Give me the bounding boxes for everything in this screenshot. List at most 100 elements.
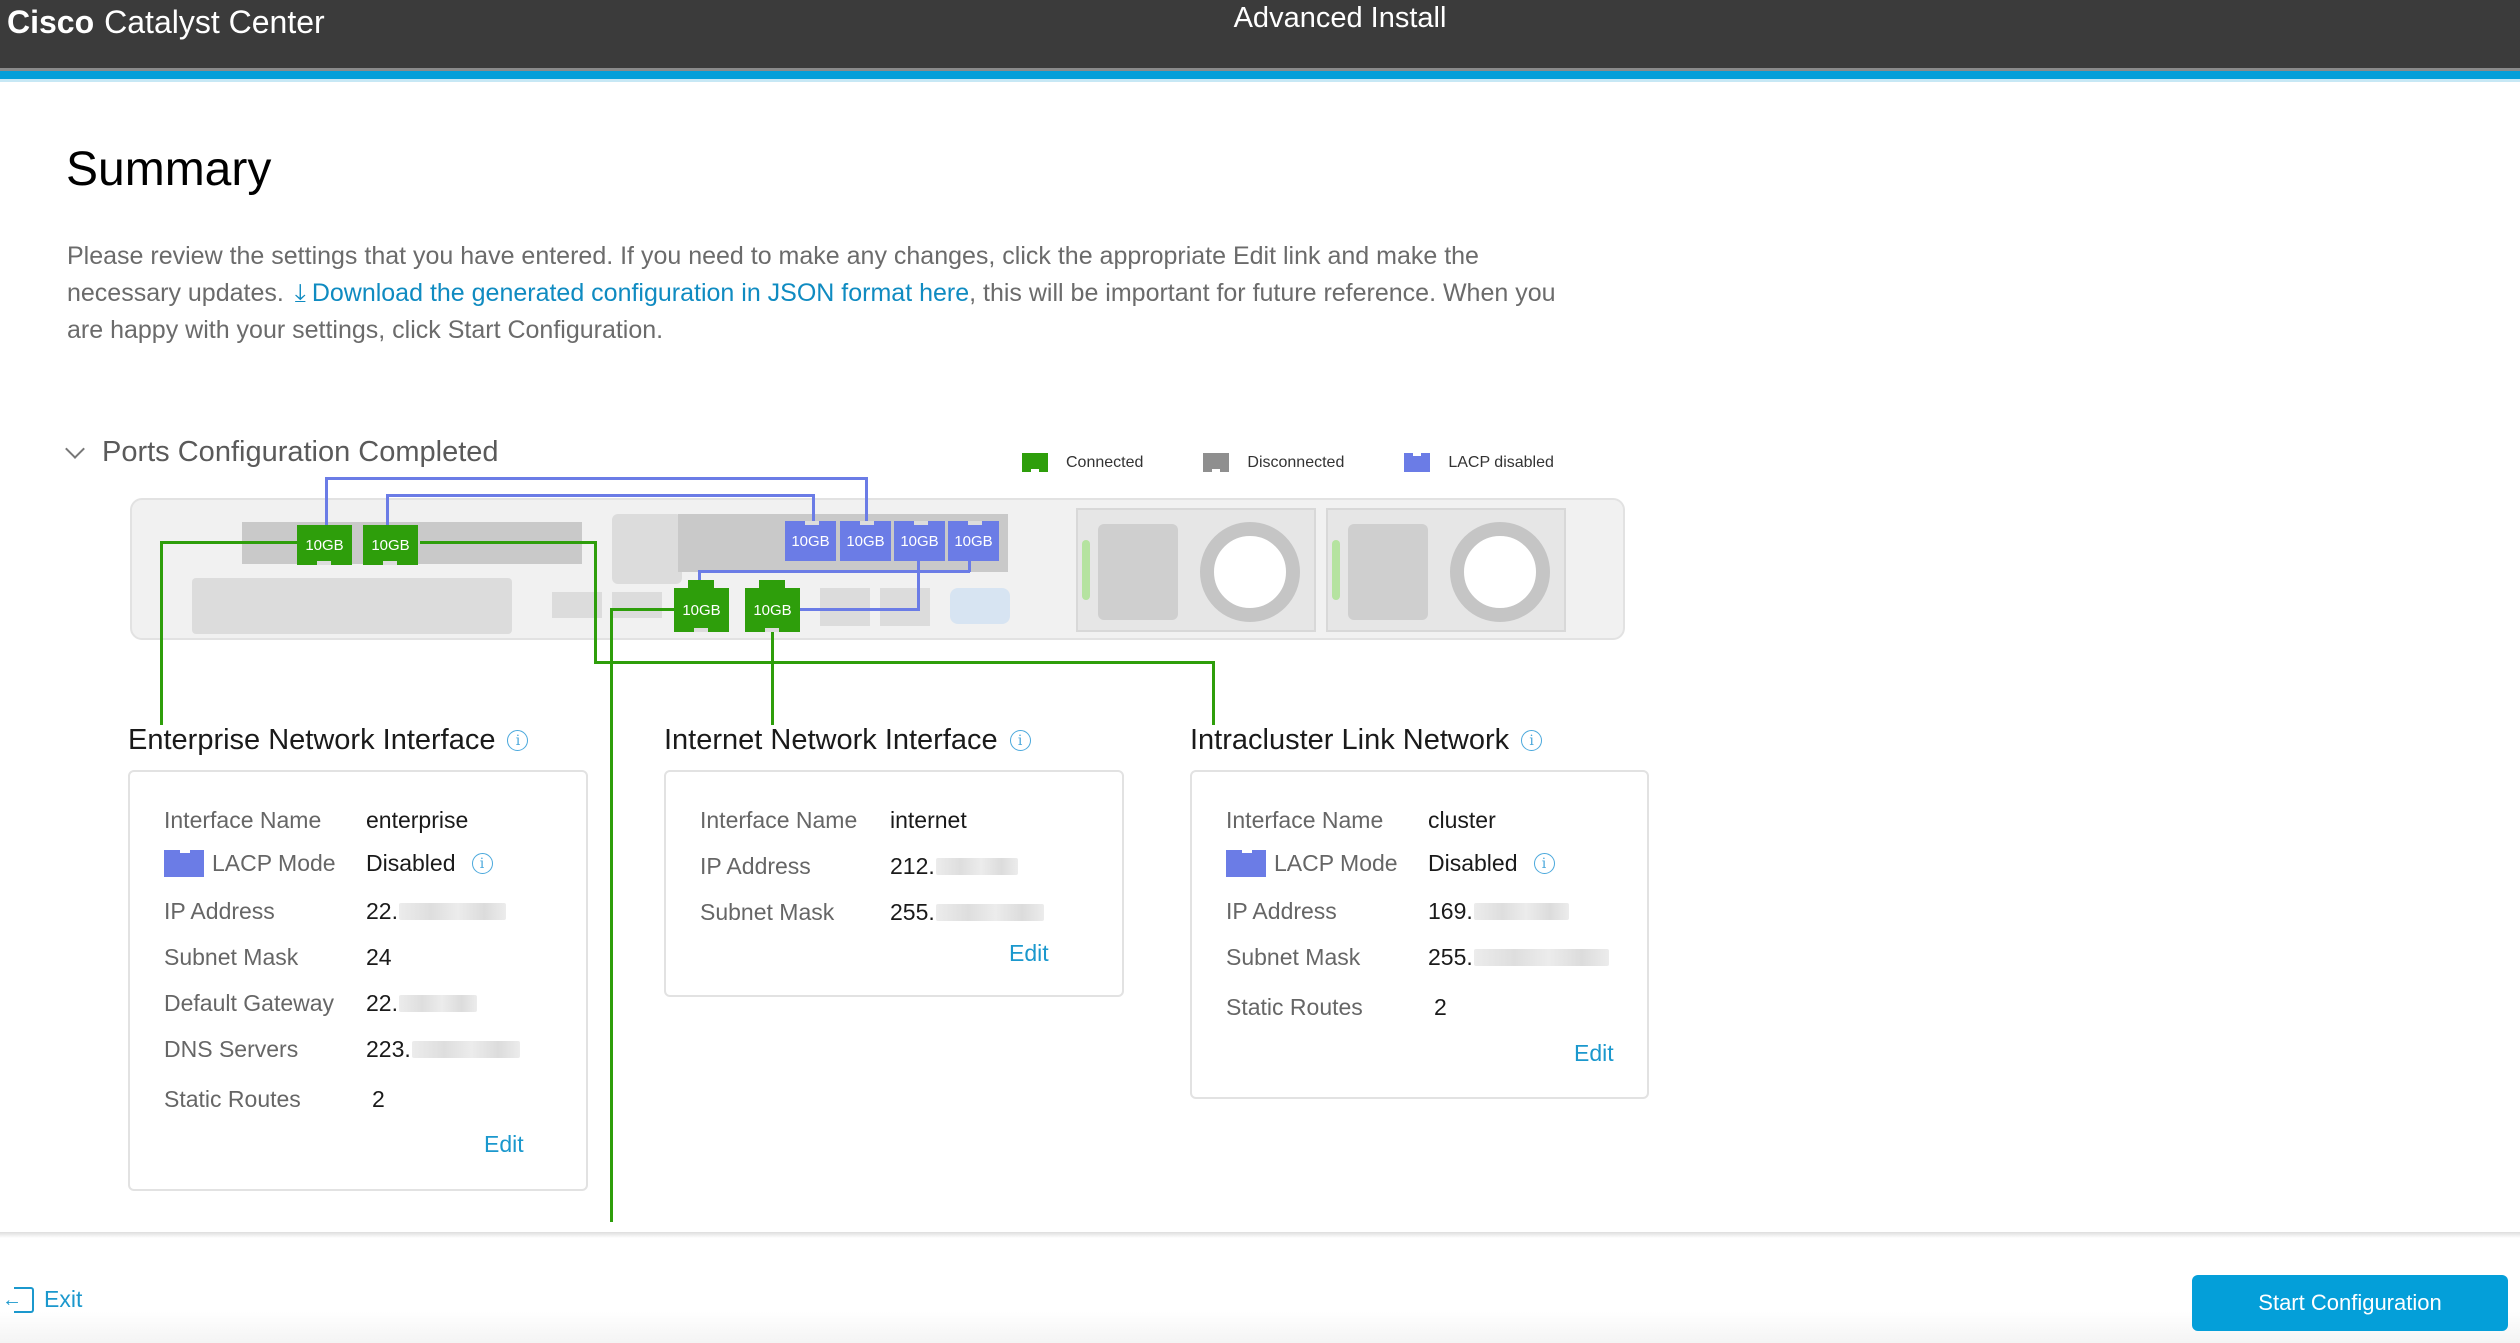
- start-configuration-button[interactable]: Start Configuration: [2192, 1275, 2508, 1331]
- internet-edit-link[interactable]: Edit: [1009, 940, 1049, 966]
- vent-grille: [612, 514, 682, 584]
- legend-label: Connected: [1066, 453, 1144, 471]
- enterprise-lacp-link-line: [610, 608, 613, 1222]
- redacted-value: [935, 904, 1044, 921]
- value-text: Disabled: [366, 850, 456, 876]
- progress-stripe: [0, 71, 2520, 79]
- cluster-link-line: [1212, 661, 1215, 725]
- field-label: Interface Name: [164, 807, 322, 833]
- page-title: Summary: [66, 143, 272, 196]
- exit-label: Exit: [44, 1286, 83, 1312]
- power-supply: [1076, 508, 1316, 632]
- redacted-value: [935, 858, 1018, 875]
- internet-interface-title: Internet Network Interface i: [664, 724, 1031, 757]
- value-text: 22.: [366, 990, 398, 1016]
- field-label: Static Routes: [1226, 994, 1363, 1020]
- field-label: IP Address: [1226, 898, 1337, 924]
- info-icon[interactable]: i: [507, 730, 529, 751]
- field-label: LACP Mode: [1226, 850, 1428, 877]
- lacp-link-line: [386, 494, 814, 497]
- download-json-link[interactable]: Download the generated configuration in …: [311, 279, 970, 307]
- vent-panel: [192, 578, 512, 634]
- cluster-link-line: [594, 541, 597, 663]
- port-riser-blue-4[interactable]: 10GB: [948, 521, 999, 561]
- field-label: LACP Mode: [164, 850, 366, 877]
- port-riser-green-1[interactable]: 10GB: [297, 525, 352, 565]
- lacp-link-line: [796, 608, 920, 611]
- redacted-value: [1473, 949, 1609, 966]
- rj45-port: [880, 588, 930, 626]
- power-supply: [1326, 508, 1566, 632]
- lacp-link-line: [968, 558, 971, 572]
- download-icon[interactable]: ⤓: [294, 279, 306, 307]
- footer-divider: [0, 1232, 2520, 1238]
- ports-section-toggle[interactable]: Ports Configuration Completed: [64, 436, 499, 469]
- port-riser-blue-3[interactable]: 10GB: [894, 521, 945, 561]
- field-value: 255.: [1428, 944, 1609, 971]
- usb-port: [612, 592, 662, 618]
- card-title-text: Enterprise Network Interface: [128, 724, 496, 756]
- intracluster-edit-link[interactable]: Edit: [1574, 1040, 1614, 1066]
- legend-lacp-disabled: LACP disabled: [1404, 453, 1554, 472]
- legend-connected: Connected: [1022, 453, 1143, 472]
- port-riser-blue-1[interactable]: 10GB: [785, 521, 836, 561]
- lacp-link-line: [698, 570, 970, 573]
- port-riser-green-2[interactable]: 10GB: [363, 525, 418, 565]
- server-rear-panel-diagram: [130, 498, 1625, 640]
- ports-section-heading: Ports Configuration Completed: [102, 436, 499, 468]
- port-riser-blue-2[interactable]: 10GB: [840, 521, 891, 561]
- static-routes-link[interactable]: 2: [1434, 994, 1447, 1020]
- redacted-value: [1473, 903, 1569, 920]
- info-icon[interactable]: i: [1533, 853, 1555, 874]
- usb-port: [552, 592, 602, 618]
- info-icon[interactable]: i: [471, 853, 493, 874]
- row-static-routes: Static Routes 2: [1226, 994, 1447, 1021]
- legend-disconnected: Disconnected: [1203, 453, 1344, 472]
- brand-product: Catalyst Center: [104, 4, 325, 40]
- row-static-routes: Static Routes 2: [164, 1086, 385, 1113]
- chevron-down-icon: [65, 438, 85, 459]
- cluster-link-line: [420, 541, 596, 544]
- legend-label: Disconnected: [1247, 453, 1345, 471]
- footer-bar: [0, 1238, 2520, 1343]
- lacp-disabled-swatch-icon: [1404, 453, 1431, 472]
- field-label: Interface Name: [1226, 807, 1384, 833]
- info-icon[interactable]: i: [1521, 730, 1543, 751]
- divider: [0, 79, 2520, 82]
- field-value: Disabled i: [366, 850, 493, 877]
- field-value: cluster: [1428, 807, 1496, 833]
- intracluster-title: Intracluster Link Network i: [1190, 724, 1543, 757]
- redacted-value: [411, 1041, 520, 1058]
- exit-icon: [2, 1286, 34, 1313]
- exit-button[interactable]: Exit: [2, 1286, 83, 1313]
- field-value: 22.: [366, 990, 477, 1017]
- info-icon[interactable]: i: [1009, 730, 1031, 751]
- intro-part1: Please review the settings that you have…: [67, 242, 1479, 307]
- port-onboard-green-2[interactable]: 10GB: [745, 580, 800, 632]
- field-label: Subnet Mask: [700, 899, 835, 925]
- lacp-link-line: [865, 477, 868, 527]
- value-text: 22.: [366, 898, 398, 924]
- port-legend: Connected Disconnected LACP disabled: [1022, 453, 1554, 472]
- wizard-title: Advanced Install: [1233, 2, 1447, 34]
- port-onboard-green-1[interactable]: 10GB: [674, 580, 729, 632]
- connected-swatch-icon: [1022, 453, 1048, 472]
- field-label: Default Gateway: [164, 990, 335, 1016]
- intro-part2: , this will be important for future refe…: [67, 279, 1556, 344]
- disconnected-swatch-icon: [1203, 453, 1230, 472]
- field-label: Interface Name: [700, 807, 858, 833]
- static-routes-link[interactable]: 2: [372, 1086, 385, 1112]
- field-label: Static Routes: [164, 1086, 301, 1112]
- enterprise-edit-link[interactable]: Edit: [484, 1131, 524, 1157]
- enterprise-link-line: [160, 541, 163, 725]
- lacp-link-line: [325, 477, 328, 527]
